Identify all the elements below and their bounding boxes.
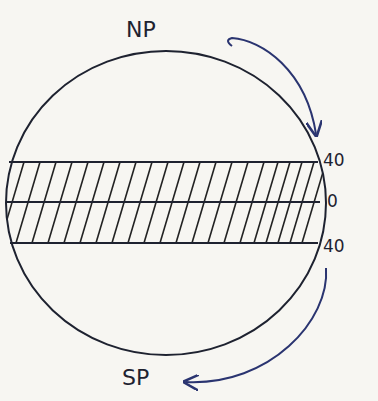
hatched-band	[0, 162, 326, 243]
globe-outline	[6, 51, 326, 355]
latitude-line	[9, 161, 318, 163]
equator-line	[6, 201, 320, 203]
label-holder: 40	[323, 237, 345, 256]
pole-label: NP	[126, 18, 156, 42]
label-holder: NP	[126, 18, 156, 42]
curved-arrow	[228, 38, 316, 134]
latitude-label: 0	[327, 192, 338, 211]
pole-label: SP	[122, 366, 149, 390]
latitude-line	[10, 242, 318, 244]
latitude-label: 40	[323, 151, 345, 170]
curved-arrow	[186, 268, 326, 382]
latitude-label: 40	[323, 237, 345, 256]
label-holder: SP	[122, 366, 149, 390]
label-holder: 0	[327, 192, 338, 211]
label-holder: 40	[323, 151, 345, 170]
